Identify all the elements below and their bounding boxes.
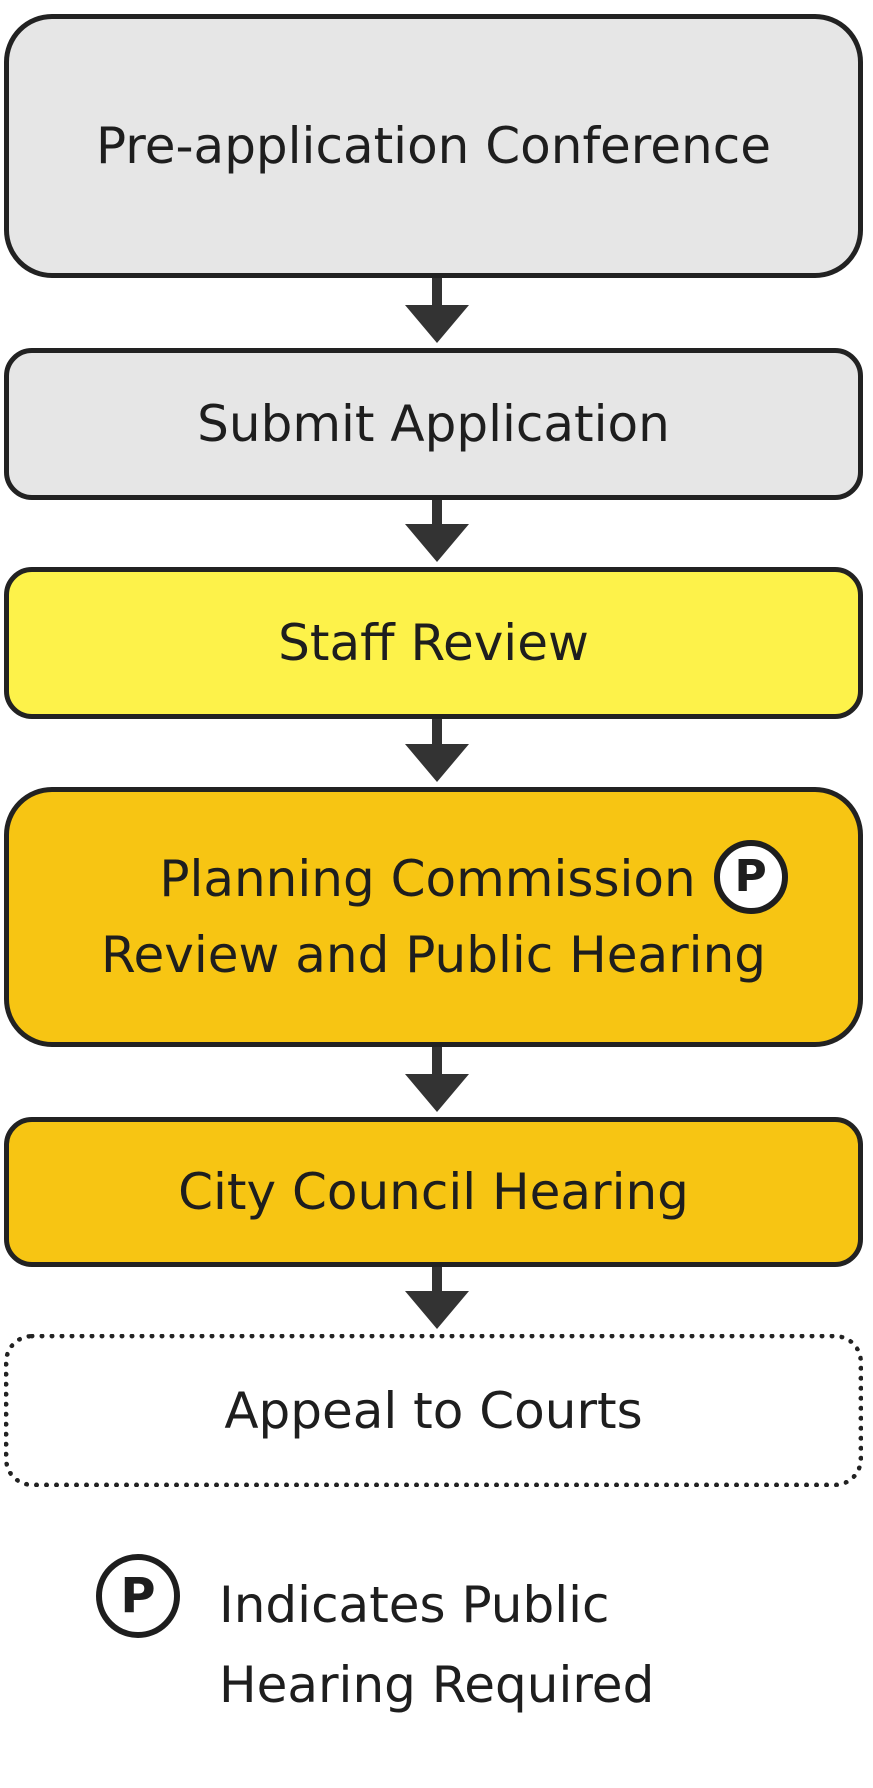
- step-label: City Council Hearing: [178, 1163, 689, 1221]
- step-label-line1: Planning Commission P: [159, 839, 788, 920]
- step-label: Pre-application Conference: [96, 117, 771, 175]
- step-label: Appeal to Courts: [224, 1381, 643, 1440]
- arrow-3: [405, 719, 469, 782]
- legend-public-hearing-icon: P: [96, 1554, 180, 1638]
- step-label: Planning Commission: [159, 850, 696, 909]
- step-submit-application: Submit Application: [4, 348, 863, 500]
- legend-line1: Indicates Public: [219, 1576, 610, 1634]
- legend-line2: Hearing Required: [219, 1656, 655, 1714]
- public-hearing-badge-icon: P: [713, 839, 788, 914]
- arrow-5: [405, 1267, 469, 1329]
- legend-text: Indicates Public Hearing Required: [219, 1565, 654, 1725]
- step-label: Staff Review: [278, 614, 589, 672]
- arrow-2: [405, 500, 469, 562]
- step-planning-commission: Planning Commission P Review and Public H…: [4, 787, 863, 1047]
- step-city-council-hearing: City Council Hearing: [4, 1117, 863, 1267]
- step-appeal-to-courts: Appeal to Courts: [4, 1334, 863, 1487]
- step-label: Submit Application: [197, 395, 670, 453]
- arrow-1: [405, 278, 469, 343]
- step-staff-review: Staff Review: [4, 567, 863, 719]
- step-label-line2: Review and Public Hearing: [101, 925, 766, 984]
- arrow-4: [405, 1047, 469, 1112]
- step-pre-application-conference: Pre-application Conference: [4, 14, 863, 278]
